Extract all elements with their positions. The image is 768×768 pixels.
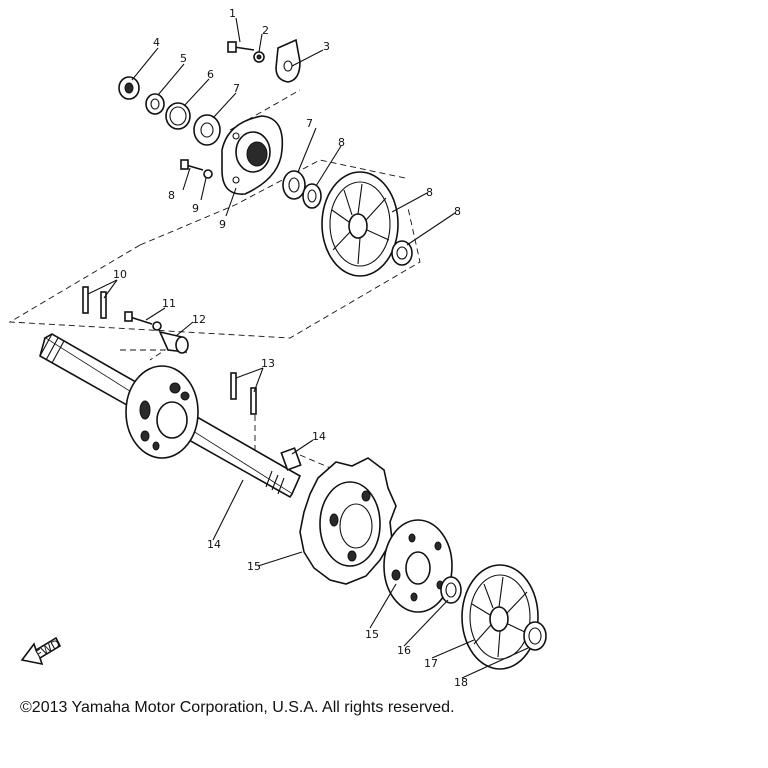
callout-1: 14	[207, 538, 221, 551]
part-14-bolt-upper	[227, 41, 255, 53]
part-12-circlip	[165, 102, 191, 130]
part-8-spacer-upper-right	[391, 240, 413, 266]
part-9-pins-upper	[82, 286, 107, 319]
part-17-nut	[118, 76, 140, 100]
part-1-drive-axle	[39, 333, 302, 499]
callout-13: 9	[219, 218, 226, 231]
callout-7-upper: 8	[426, 186, 433, 199]
part-8-spacer-lower-right	[523, 621, 547, 651]
part-6-sprocket-plate	[383, 519, 453, 613]
part-4-bolt	[124, 311, 162, 331]
callout-9-mid: 13	[261, 357, 275, 370]
part-8-spacer-upper	[302, 183, 322, 209]
callout-2: 15	[247, 560, 261, 573]
callout-15-lower: 9	[192, 202, 199, 215]
part-18-bracket	[275, 38, 301, 83]
callout-10: 7	[306, 117, 313, 130]
callout-18: 3	[323, 40, 330, 53]
callout-14-upper: 1	[229, 7, 236, 20]
callout-15-upper: 2	[262, 24, 269, 37]
callout-8-upper-right: 8	[454, 205, 461, 218]
part-5-collar	[158, 330, 189, 354]
part-15-washer-lower	[203, 169, 213, 179]
callout-7-lower: 17	[424, 657, 438, 670]
part-11-bearing	[193, 114, 221, 146]
callout-8-lower-right: 18	[454, 676, 468, 689]
callout-6: 15	[365, 628, 379, 641]
part-8-spacer-lower	[440, 576, 462, 604]
callout-5: 12	[192, 313, 206, 326]
assembly-reference-lines	[8, 89, 421, 471]
forward-direction-arrow: FWD	[20, 636, 62, 666]
callout-14-lower: 8	[168, 189, 175, 202]
callout-9-upper: 10	[113, 268, 127, 281]
callout-8-lower: 16	[397, 644, 411, 657]
callout-labels: 1 2 3 4 5 6 7 7 8 8 8 8 9 9 10 11 12 13 …	[113, 7, 468, 689]
part-16-washer	[145, 93, 165, 115]
callout-3: 14	[312, 430, 326, 443]
callout-17: 4	[153, 36, 160, 49]
callout-11: 7	[233, 82, 240, 95]
part-7-idler-wheel-lower	[461, 564, 539, 670]
part-15-washer-upper	[253, 51, 265, 63]
part-7-idler-wheel-upper	[321, 171, 399, 277]
part-13-bearing-housing	[221, 115, 284, 195]
leader-lines	[87, 17, 529, 679]
copyright-notice: ©2013 Yamaha Motor Corporation, U.S.A. A…	[20, 699, 455, 716]
part-3-collar	[280, 447, 302, 471]
part-9-pins-mid	[230, 372, 257, 415]
exploded-parts-diagram: 1 2 3 4 5 6 7 7 8 8 8 8 9 9 10 11 12 13 …	[8, 7, 547, 689]
part-14-bolt-lower	[180, 159, 204, 171]
part-10-bearing	[282, 170, 306, 200]
callout-4: 11	[162, 297, 176, 310]
callout-8-upper: 8	[338, 136, 345, 149]
callout-16: 5	[180, 52, 187, 65]
part-2-sprocket	[299, 457, 397, 585]
callout-12: 6	[207, 68, 214, 81]
